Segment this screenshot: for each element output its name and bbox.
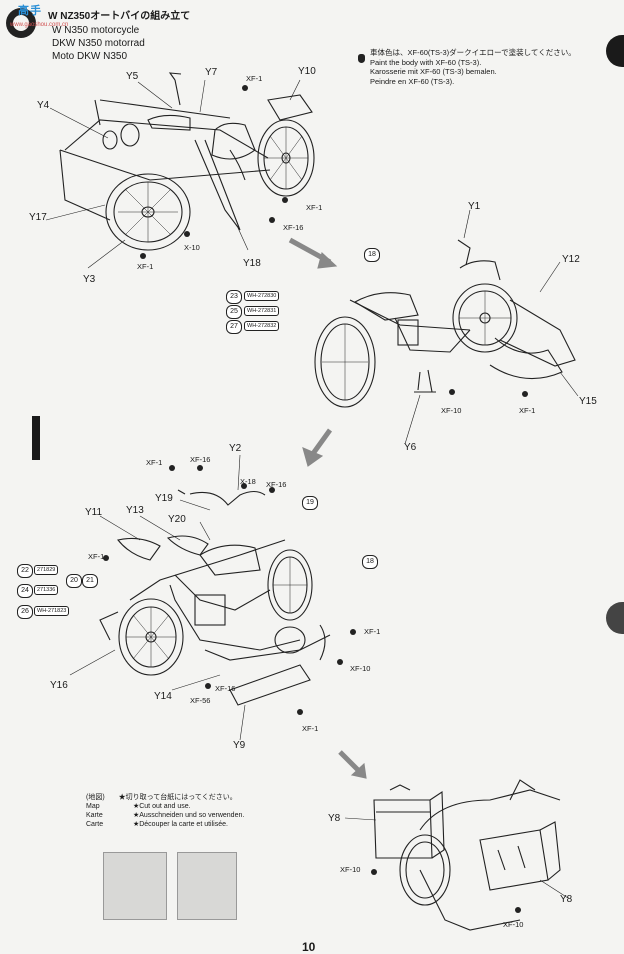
paint-code: XF-16 [190, 455, 211, 464]
decal-number: 27 [226, 320, 242, 334]
map-instruction: ★Ausschneiden und so verwenden. [132, 812, 245, 819]
part-label: Y17 [29, 212, 47, 223]
paint-code: XF-10 [340, 865, 361, 874]
title-fr: Moto DKW N350 [52, 51, 128, 62]
decal-tag: WH-272831 [244, 306, 280, 316]
part-label: Y18 [243, 258, 261, 269]
part-label: Y9 [233, 740, 246, 751]
paint-code: XF-1 [306, 203, 323, 212]
title-en: W N350 motorcycle [52, 25, 140, 36]
decal-number: 26 [17, 605, 33, 619]
map-instruction: ★Cut out and use. [132, 803, 191, 810]
decal-number: 20 [66, 574, 82, 588]
map-text-jp: ★切り取って台紙にはってください。 [118, 794, 237, 801]
part-label: Y8 [560, 894, 573, 905]
step-tab-upper [606, 35, 624, 67]
paint-drop-icon [358, 54, 365, 63]
paint-note-de: Karosserie mit XF-60 (TS-3) bemalen. [370, 67, 497, 76]
map-lang: Map [86, 803, 100, 810]
part-label: Y5 [126, 71, 139, 82]
map-lang: Karte [86, 812, 103, 819]
paint-code: XF-16 [215, 684, 236, 693]
watermark-url: www.gaoshou.com.cn [10, 22, 69, 28]
title-de: DKW N350 motorrad [52, 38, 145, 49]
part-label: Y13 [126, 505, 144, 516]
part-label: Y4 [37, 100, 50, 111]
paint-code: X-18 [240, 477, 256, 486]
part-label: Y19 [155, 493, 173, 504]
decal-number: 25 [226, 305, 242, 319]
part-label: Y8 [328, 813, 341, 824]
part-label: Y1 [468, 201, 481, 212]
paint-note-en: Paint the body with XF-60 (TS-3). [370, 57, 482, 67]
page-number: 10 [302, 940, 316, 954]
step2-drawing [314, 239, 576, 408]
decal-number: 21 [82, 574, 98, 588]
paint-code: XF-10 [350, 664, 371, 673]
side-mark-bar [32, 416, 40, 460]
step1-drawing [59, 72, 315, 251]
map-lang: Carte [86, 821, 104, 828]
decal-number: 18 [362, 555, 378, 569]
paint-code: XF-1 [146, 458, 163, 467]
paint-code: XF-1 [302, 724, 319, 733]
arrow-step2-to-3 [309, 428, 333, 457]
plate-tag: 271336 [34, 585, 59, 595]
decal-number: 19 [302, 496, 318, 510]
part-label: Y14 [154, 691, 172, 702]
step4-drawing [373, 779, 561, 931]
paint-code: XF-1 [364, 627, 381, 636]
paint-code: XF-10 [441, 406, 462, 415]
arrow-step3-to-4 [338, 750, 362, 774]
paint-code: XF-56 [190, 696, 211, 705]
part-label: Y7 [205, 67, 218, 78]
plate-tag: WH-271823 [34, 606, 70, 616]
watermark-text: 高手 [18, 5, 42, 17]
part-label: Y12 [562, 254, 580, 265]
step3-drawing [99, 489, 331, 706]
map-photo-left [103, 852, 167, 920]
paint-code: XF-16 [266, 480, 287, 489]
part-label: Y10 [298, 66, 316, 77]
part-label: Y3 [83, 274, 96, 285]
decal-tag: WH-272832 [244, 321, 280, 331]
part-label: Y6 [404, 442, 417, 453]
paint-code: XF-16 [283, 223, 304, 232]
part-label: Y15 [579, 396, 597, 407]
paint-note-fr: Peindre en XF-60 (TS-3). [370, 76, 455, 86]
map-title-jp: (地図) [86, 794, 105, 801]
paint-code: XF-1 [246, 74, 263, 83]
paint-code: XF-1 [88, 552, 105, 561]
part-label: Y16 [50, 680, 68, 691]
part-label: Y20 [168, 514, 186, 525]
map-photo-right [177, 852, 237, 920]
paint-note: 車体色は、XF-60(TS-3)ダークイエローで塗装してください。 Paint … [358, 48, 610, 86]
part-label: Y2 [229, 443, 242, 454]
decal-tag: WH-272830 [244, 291, 280, 301]
paint-code: XF-1 [137, 262, 154, 271]
header: 高手 www.gaoshou.com.cn W NZ350オートバイの組み立て … [0, 0, 320, 70]
map-note: (地図) ★切り取って台紙にはってください。 Map ★Cut out and … [86, 793, 326, 829]
paint-code: X-10 [184, 243, 200, 252]
title-jp: W NZ350オートバイの組み立て [48, 11, 191, 22]
decal-number: 18 [364, 248, 380, 262]
decal-number: 24 [17, 584, 33, 598]
map-instruction: ★Découper la carte et utilisée. [132, 821, 228, 828]
paint-code: XF-1 [519, 406, 536, 415]
decal-number: 22 [17, 564, 33, 578]
logo-inner-icon [13, 15, 29, 31]
paint-note-jp: 車体色は、XF-60(TS-3)ダークイエローで塗装してください。 [370, 48, 576, 57]
decal-number: 23 [226, 290, 242, 304]
step-tab-lower [606, 602, 624, 634]
part-label: Y11 [85, 507, 103, 518]
plate-tag: 271829 [34, 565, 59, 575]
paint-code: XF-10 [503, 920, 524, 929]
